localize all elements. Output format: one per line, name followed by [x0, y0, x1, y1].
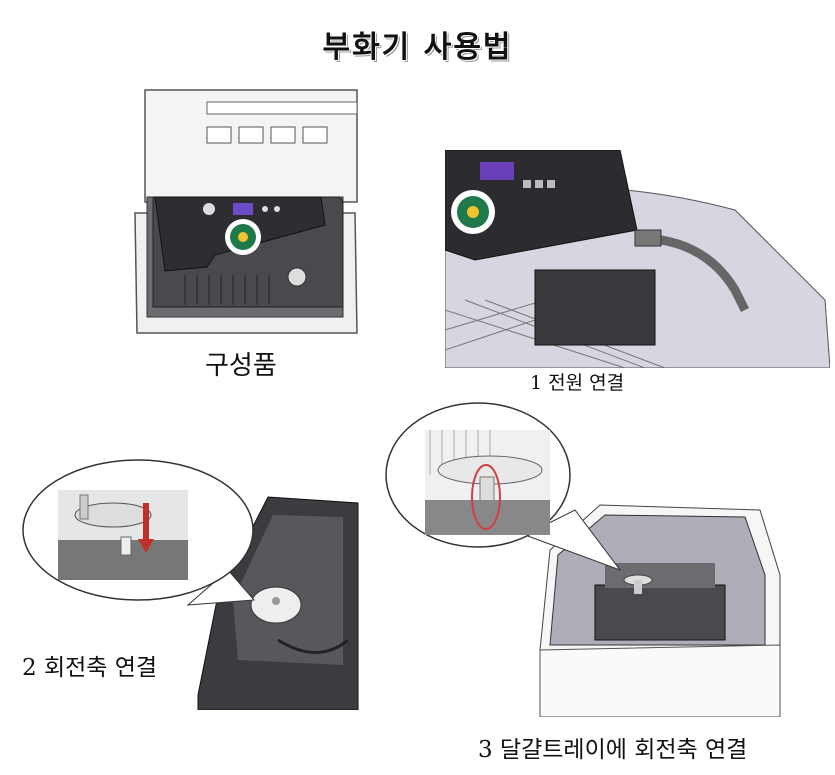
figure-parts — [125, 85, 365, 347]
figure-step3 — [380, 395, 800, 717]
incubator-logo-icon — [225, 219, 261, 255]
figure-step1 — [445, 150, 830, 368]
figure-step2 — [18, 455, 363, 710]
caption-step3: 3 달걀트레이에 회전축 연결 — [478, 737, 748, 763]
highlight-ellipse-icon — [471, 464, 501, 530]
incubator-logo-icon — [451, 190, 495, 234]
caption-parts: 구성품 — [205, 351, 277, 381]
box-slot — [206, 126, 232, 144]
caption-step2: 2 회전축 연결 — [22, 655, 158, 681]
caption-step1: 1 전원 연결 — [530, 372, 625, 394]
down-arrow-icon — [138, 503, 154, 553]
page-title: 부화기 사용법 — [322, 30, 513, 65]
